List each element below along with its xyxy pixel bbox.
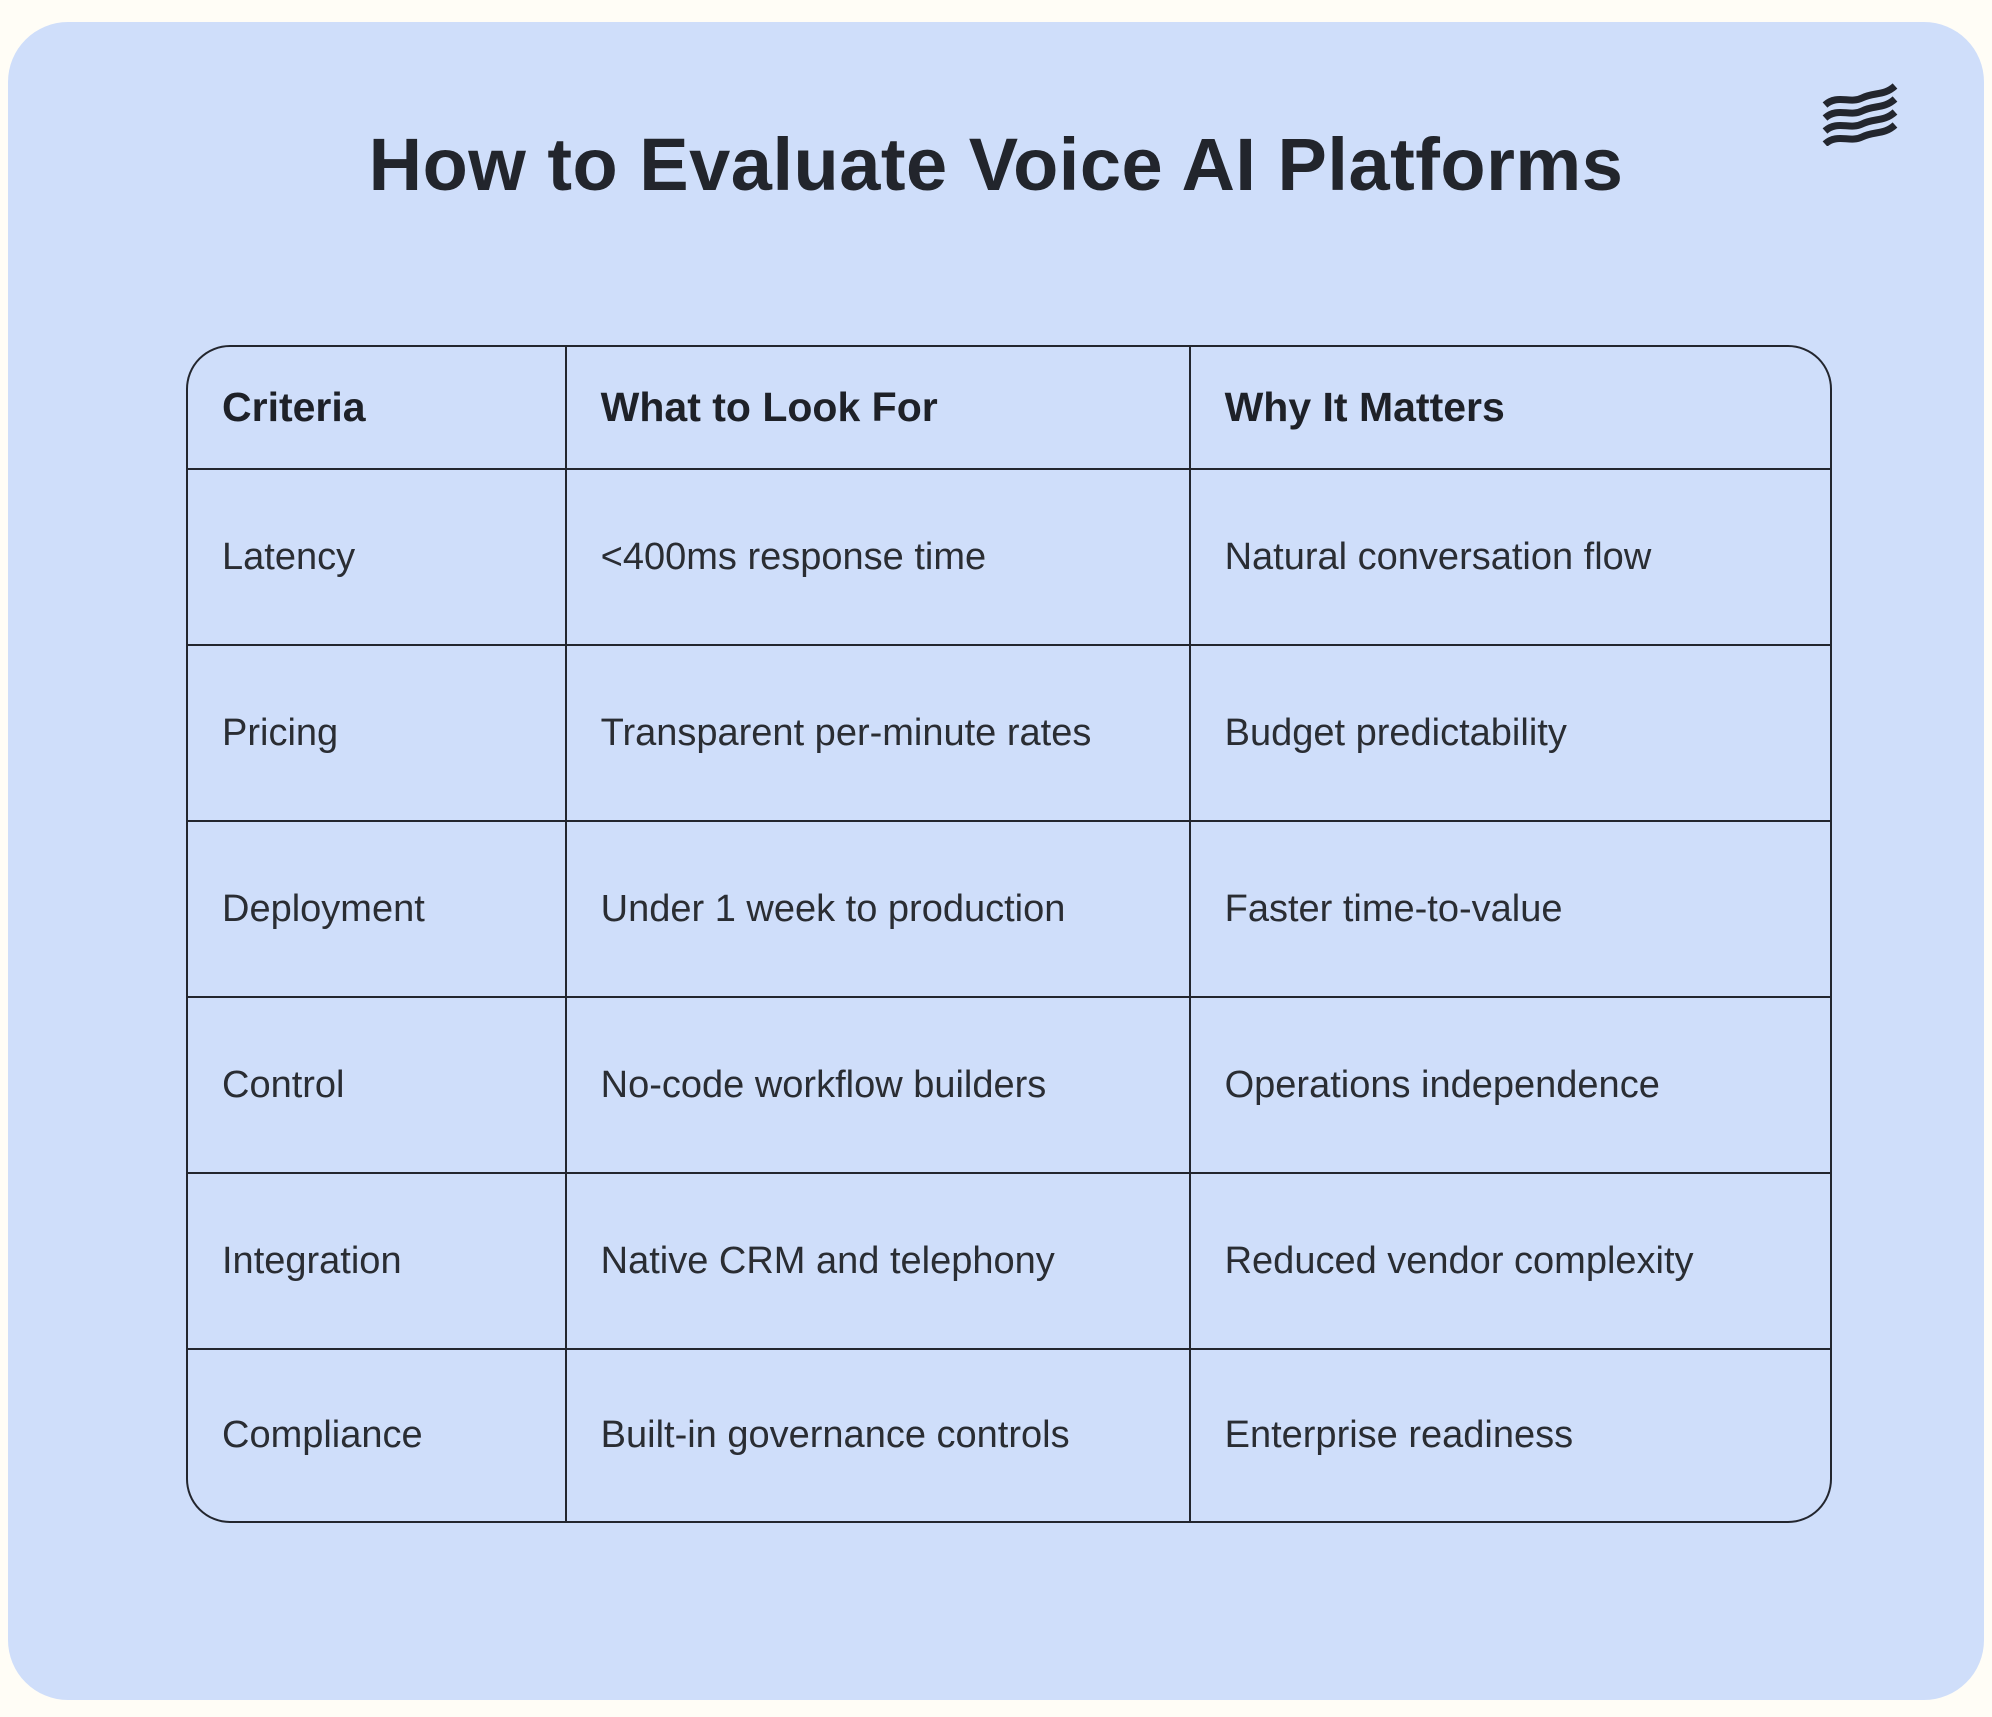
cell-criteria: Pricing xyxy=(188,645,567,822)
page-title: How to Evaluate Voice AI Platforms xyxy=(368,123,1624,206)
table-row: Integration Native CRM and telephony Red… xyxy=(188,1173,1830,1350)
cell-criteria: Deployment xyxy=(188,821,567,998)
column-header-what-to-look-for: What to Look For xyxy=(565,347,1191,470)
wave-lines-logo-icon xyxy=(1822,82,1898,147)
cell-why: Natural conversation flow xyxy=(1189,469,1830,646)
table-row: Pricing Transparent per-minute rates Bud… xyxy=(188,645,1830,822)
cell-criteria: Control xyxy=(188,997,567,1174)
cell-why: Faster time-to-value xyxy=(1189,821,1830,998)
cell-why: Reduced vendor complexity xyxy=(1189,1173,1830,1350)
cell-look-for: Built-in governance controls xyxy=(565,1349,1191,1521)
cell-why: Budget predictability xyxy=(1189,645,1830,822)
cell-look-for: Native CRM and telephony xyxy=(565,1173,1191,1350)
cell-why: Operations independence xyxy=(1189,997,1830,1174)
cell-why: Enterprise readiness xyxy=(1224,1414,1574,1456)
cell-criteria: Integration xyxy=(188,1173,567,1350)
cell-look-for: Transparent per-minute rates xyxy=(565,645,1191,822)
table-row: Control No-code workflow builders Operat… xyxy=(188,997,1830,1174)
table-row: Compliance Built-in governance controls … xyxy=(188,1349,1830,1521)
evaluation-table: Criteria What to Look For Why It Matters… xyxy=(186,345,1832,1523)
cell-criteria: Compliance xyxy=(188,1349,567,1521)
table-row: Latency <400ms response time Natural con… xyxy=(188,469,1830,646)
table-row: Deployment Under 1 week to production Fa… xyxy=(188,821,1830,998)
blue-panel: How to Evaluate Voice AI Platforms Crite… xyxy=(8,22,1984,1700)
column-header-why-it-matters: Why It Matters xyxy=(1189,347,1830,470)
cell-look-for: <400ms response time xyxy=(565,469,1191,646)
cell-look-for: Under 1 week to production xyxy=(565,821,1191,998)
cell-criteria: Latency xyxy=(188,469,567,646)
column-header-criteria: Criteria xyxy=(188,347,567,470)
table-header-row: Criteria What to Look For Why It Matters xyxy=(188,347,1830,470)
cell-look-for: No-code workflow builders xyxy=(565,997,1191,1174)
